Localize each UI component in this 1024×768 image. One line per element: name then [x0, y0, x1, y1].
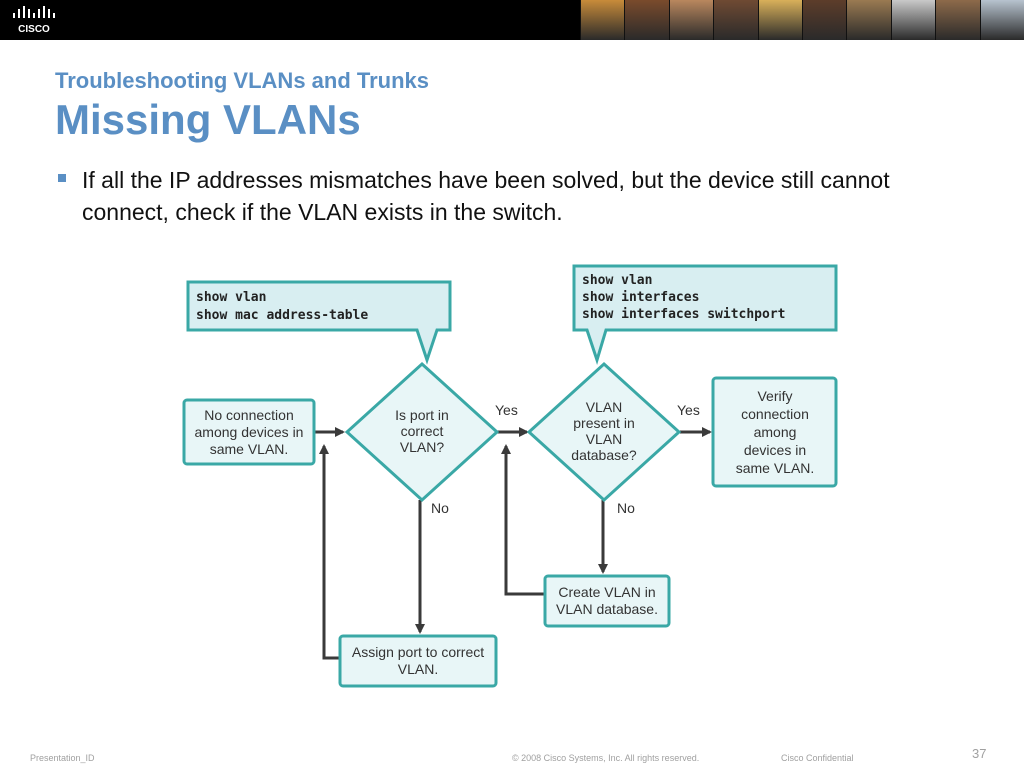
assign-box-line-2: VLAN. — [398, 661, 438, 677]
start-box: No connection among devices in same VLAN… — [182, 398, 316, 466]
decision-vlan-diamond: VLAN present in VLAN database? — [526, 361, 682, 503]
header-photo-3 — [668, 0, 714, 40]
verify-box-line-5: same VLAN. — [736, 460, 815, 476]
bullet-text: If all the IP addresses mismatches have … — [82, 167, 890, 225]
verify-box-line-4: devices in — [744, 442, 806, 458]
decision-port-line-3: VLAN? — [400, 439, 445, 455]
verify-box: Verify connection among devices in same … — [711, 376, 838, 488]
decision-port-line-2: correct — [401, 423, 444, 439]
header-photo-2 — [624, 0, 669, 40]
callout-left-line-2: show mac address-table — [196, 308, 368, 323]
arrow-assign-back — [319, 444, 340, 660]
slide-title: Missing VLANs — [55, 96, 361, 143]
bullet-item: If all the IP addresses mismatches have … — [58, 164, 958, 228]
header-photo-10 — [979, 0, 1024, 40]
start-box-line-3: same VLAN. — [210, 441, 289, 457]
footer-copyright: © 2008 Cisco Systems, Inc. All rights re… — [512, 753, 700, 763]
create-box-line-1: Create VLAN in — [558, 584, 655, 600]
decision-vlan-line-1: VLAN — [586, 399, 623, 415]
photo-strip — [580, 0, 1024, 40]
callout-right-line-2: show interfaces — [582, 290, 699, 305]
header-bar: CISCO — [0, 0, 1024, 40]
label-no-port: No — [431, 500, 449, 516]
start-box-line-2: among devices in — [195, 424, 304, 440]
footer-confidential: Cisco Confidential — [781, 753, 854, 763]
start-box-line-1: No connection — [204, 407, 294, 423]
header-photo-6 — [802, 0, 847, 40]
label-no-vlan: No — [617, 500, 635, 516]
assign-box-line-1: Assign port to correct — [352, 644, 484, 660]
slide-subtitle: Troubleshooting VLANs and Trunks — [55, 68, 430, 93]
header-photo-5 — [757, 0, 803, 40]
verify-box-line-2: connection — [741, 406, 809, 422]
decision-port-diamond: Is port in correct VLAN? — [344, 361, 500, 503]
create-box-line-2: VLAN database. — [556, 601, 658, 617]
decision-vlan-line-3: VLAN — [586, 431, 623, 447]
verify-box-line-1: Verify — [757, 388, 792, 404]
create-box: Create VLAN in VLAN database. — [543, 574, 671, 628]
decision-vlan-line-4: database? — [571, 447, 637, 463]
assign-box: Assign port to correct VLAN. — [338, 634, 498, 688]
callout-right: show vlan show interfaces show interface… — [572, 264, 838, 365]
bullet-square-icon — [58, 174, 66, 182]
decision-vlan-line-2: present in — [573, 415, 634, 431]
logo-text: CISCO — [18, 24, 50, 35]
decision-port-line-1: Is port in — [395, 407, 449, 423]
header-photo-4 — [713, 0, 758, 40]
page-number: 37 — [972, 746, 987, 761]
callout-left: show vlan show mac address-table — [186, 280, 452, 365]
verify-box-line-3: among — [754, 424, 797, 440]
cisco-logo-icon: CISCO — [13, 6, 55, 35]
header-photo-7 — [846, 0, 891, 40]
header-photo-8 — [890, 0, 936, 40]
header-photo-1 — [580, 0, 625, 40]
label-yes-port: Yes — [495, 402, 518, 418]
arrow-create-back — [501, 444, 544, 596]
callout-right-line-3: show interfaces switchport — [582, 307, 786, 322]
footer-presentation-id: Presentation_ID — [30, 753, 95, 763]
label-yes-vlan: Yes — [677, 402, 700, 418]
callout-right-line-1: show vlan — [582, 273, 652, 288]
header-photo-9 — [935, 0, 980, 40]
callout-left-line-1: show vlan — [196, 290, 266, 305]
